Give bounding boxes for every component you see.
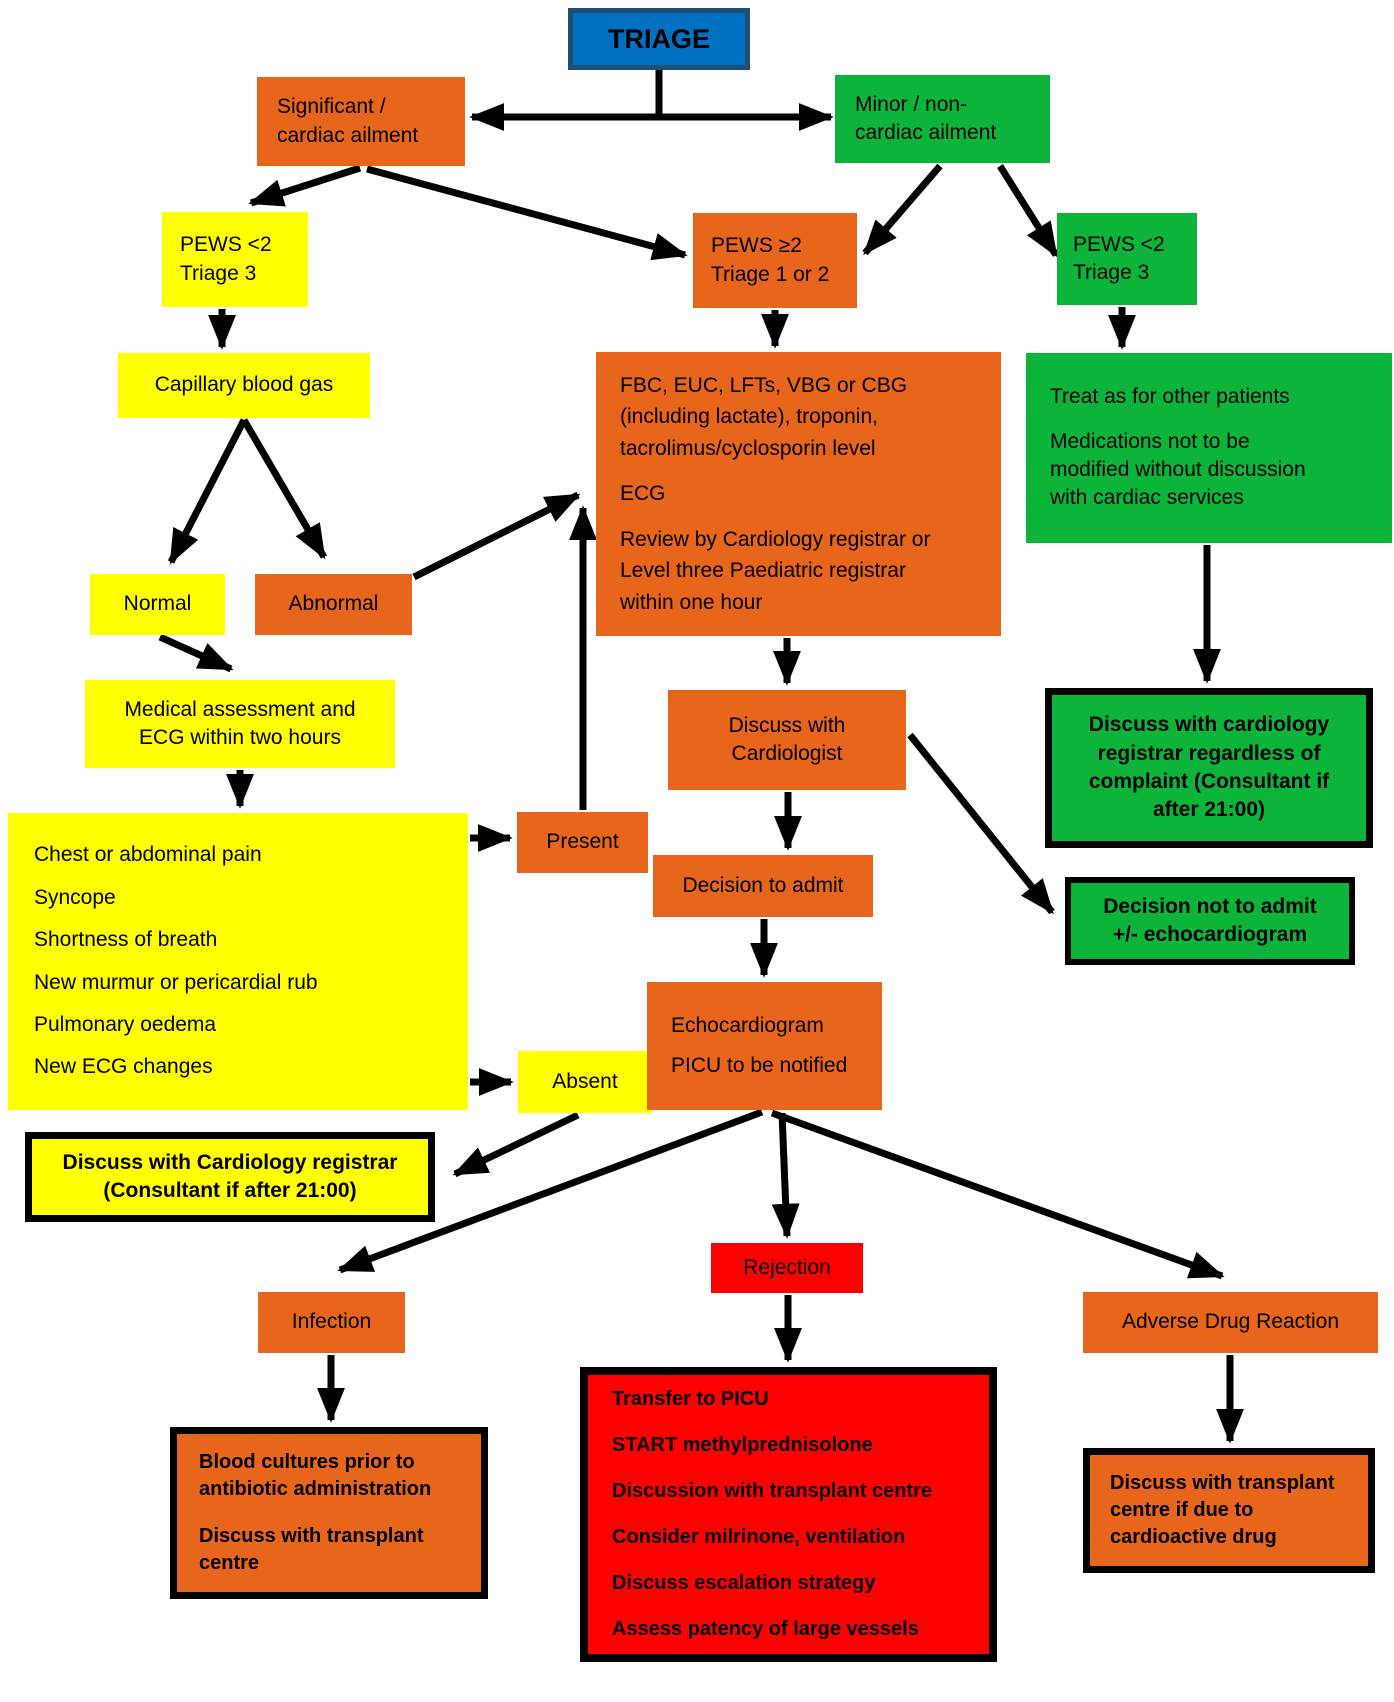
node-echocardiogram-picu: Echocardiogram PICU to be notified (647, 982, 882, 1110)
node-triage: TRIAGE (568, 8, 750, 70)
significant-label: Significant / cardiac ailment (277, 95, 419, 147)
discuss-cardiologist-label: Discuss with Cardiologist (728, 713, 846, 765)
node-present: Present (517, 812, 648, 873)
transfer-line5: Discuss escalation strategy (612, 1572, 876, 1594)
node-pews-ge2-triage1or2: PEWS ≥2 Triage 1 or 2 (693, 213, 857, 308)
node-discuss-with-cardiologist: Discuss with Cardiologist (668, 690, 906, 790)
connector-capillary-to-normal (167, 418, 248, 565)
decision-admit-label: Decision to admit (682, 873, 844, 897)
infection-label: Infection (291, 1310, 372, 1334)
medical-assessment-label: Medical assessment and ECG within two ho… (124, 697, 356, 749)
workup-ecg: ECG (620, 482, 666, 506)
transfer-line1: Transfer to PICU (612, 1388, 769, 1410)
connector-minor-to-pews-high (862, 163, 943, 256)
node-pews-lt2-triage3-cardiac: PEWS <2 Triage 3 (162, 212, 308, 307)
symptom-murmur: New murmur or pericardial rub (34, 970, 318, 994)
node-minor-non-cardiac-ailment: Minor / non- cardiac ailment (835, 75, 1050, 163)
discuss-registrar-regardless-label: Discuss with cardiology registrar regard… (1088, 713, 1330, 822)
symptom-ecg-changes: New ECG changes (34, 1055, 213, 1079)
connector-minor-to-pews-low (997, 164, 1059, 258)
treat-line1: Treat as for other patients (1050, 385, 1290, 409)
workup-bloods: FBC, EUC, LFTs, VBG or CBG (including la… (620, 373, 908, 460)
rejection-label: Rejection (743, 1255, 831, 1279)
workup-review: Review by Cardiology registrar or Level … (620, 527, 931, 614)
transfer-line2: START methylprednisolone (612, 1434, 873, 1456)
node-decision-to-admit: Decision to admit (653, 855, 873, 917)
transfer-line3: Discussion with transplant centre (612, 1480, 933, 1502)
node-workup-bloods-ecg-review: FBC, EUC, LFTs, VBG or CBG (including la… (596, 352, 1001, 636)
pews-high-label: PEWS ≥2 Triage 1 or 2 (711, 234, 830, 286)
adr-label: Adverse Drug Reaction (1121, 1310, 1340, 1334)
echo-line2: PICU to be notified (671, 1054, 848, 1077)
node-pews-lt2-triage3-minor: PEWS <2 Triage 3 (1057, 213, 1197, 305)
node-normal: Normal (90, 574, 225, 635)
node-discuss-transplant-centre: Discuss with transplant centre if due to… (1083, 1448, 1375, 1573)
node-adverse-drug-reaction: Adverse Drug Reaction (1083, 1292, 1378, 1353)
node-significant-cardiac-ailment: Significant / cardiac ailment (257, 77, 465, 166)
node-infection: Infection (258, 1292, 405, 1353)
node-discuss-cardiology-registrar-regardless: Discuss with cardiology registrar regard… (1045, 688, 1373, 848)
connector-significant-to-pews-high (366, 165, 688, 261)
symptom-pulmonary-oedema: Pulmonary oedema (34, 1012, 217, 1036)
node-medical-assessment: Medical assessment and ECG within two ho… (85, 680, 395, 768)
connector-echo-to-rejection (771, 1112, 800, 1239)
node-transfer-to-picu: Transfer to PICU START methylprednisolon… (580, 1367, 997, 1662)
symptom-syncope: Syncope (34, 885, 116, 909)
connector-echo-to-adr (770, 1109, 1225, 1280)
connector-discuss-to-decision-not-admit (907, 732, 1055, 915)
node-abnormal: Abnormal (255, 574, 412, 635)
discuss-cardiology-registrar-label: Discuss with Cardiology registrar (Consu… (62, 1150, 398, 1202)
symptom-sob: Shortness of breath (34, 928, 218, 952)
minor-label: Minor / non- cardiac ailment (855, 92, 997, 144)
absent-label: Absent (552, 1069, 618, 1093)
normal-label: Normal (123, 592, 192, 616)
node-decision-not-to-admit: Decision not to admit +/- echocardiogram (1065, 877, 1355, 965)
connector-capillary-to-abnormal (240, 418, 328, 560)
connector-echo-to-infection (337, 1108, 764, 1274)
triage-label: TRIAGE (607, 23, 710, 54)
connector-normal-to-medical (158, 633, 234, 673)
discuss-transplant-label: Discuss with transplant centre if due to… (1110, 1472, 1335, 1548)
node-treat-as-other-patients: Treat as for other patients Medications … (1026, 353, 1392, 543)
symptom-chest-pain: Chest or abdominal pain (34, 843, 262, 867)
connector-absent-to-discuss-cardiology-registrar (452, 1111, 580, 1178)
node-symptom-list: Chest or abdominal pain Syncope Shortnes… (8, 813, 468, 1110)
connector-significant-to-pews-low (248, 164, 362, 207)
capillary-label: Capillary blood gas (154, 373, 334, 397)
node-absent: Absent (518, 1051, 652, 1113)
node-blood-cultures: Blood cultures prior to antibiotic admin… (170, 1427, 488, 1599)
node-discuss-cardiology-registrar: Discuss with Cardiology registrar (Consu… (25, 1132, 435, 1222)
pews-cardiac-low-label: PEWS <2 Triage 3 (180, 233, 272, 285)
node-capillary-blood-gas: Capillary blood gas (118, 353, 370, 418)
echo-line1: Echocardiogram (671, 1013, 824, 1037)
transfer-line4: Consider milrinone, ventilation (612, 1526, 906, 1548)
transfer-line6: Assess patency of large vessels (612, 1618, 919, 1640)
blood-cultures-line1: Blood cultures prior to antibiotic admin… (199, 1451, 432, 1500)
node-rejection: Rejection (711, 1243, 863, 1293)
pews-minor-low-label: PEWS <2 Triage 3 (1073, 232, 1165, 284)
decision-not-admit-label: Decision not to admit +/- echocardiogram (1103, 894, 1317, 946)
connector-abnormal-to-workup (412, 491, 581, 581)
abnormal-label: Abnormal (288, 592, 379, 616)
blood-cultures-line2: Discuss with transplant centre (199, 1525, 424, 1574)
treat-line2: Medications not to be modified without d… (1050, 429, 1306, 510)
present-label: Present (546, 830, 619, 854)
